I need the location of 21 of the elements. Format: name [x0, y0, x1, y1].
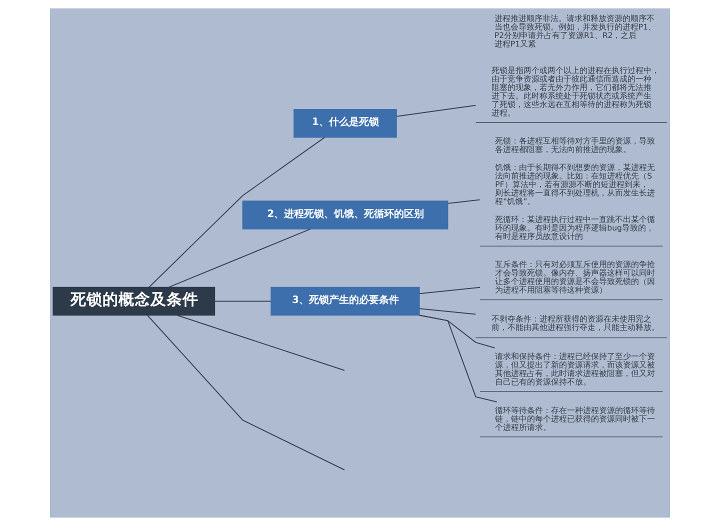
- node-text: 死锁是指两个或两个以上的进程在执行过程中，由于竞争资源或者由于彼此通信而造成的一种阻塞的现象，若无外力作用，它们都将无法推进下去。此时称系统处于死锁状态或系统产生了死锁，这些永远在互相等待的进程称为死锁进程。: [492, 66, 660, 118]
- connector: [419, 314, 497, 402]
- node-box: 3、死锁产生的必要条件: [270, 286, 420, 316]
- node-text: 死锁：各进程互相等待对方手里的资源，导致各进程都阻塞，无法向前推进的现象。 饥饿：由于长期得不到想要的资源，某进程无法向前推进的现象。比如：在短进程优先（SPF）算法中，若有源源不断的短进程到来，则长进程将一直得不到处理机，从而发生长进程“饥饿”。 死循环：某进程执行过程中一直跳不出某个循环的现象。有时是因为程序逻辑bug导致的，有时是程序员故意设计的: [495, 136, 656, 242]
- connector: [168, 228, 310, 288]
- node-text: 请求和保持条件：进程已经保持了至少一个资源，但又提出了新的资源请求，而该资源又被其他进程占有，此时请求进程被阻塞，但又对自己已有的资源保持不放。: [495, 352, 656, 386]
- connector: [176, 314, 345, 371]
- connector: [396, 104, 476, 117]
- node-box: 1、什么是死锁: [294, 108, 397, 138]
- connector: [419, 308, 476, 315]
- connector: [148, 137, 325, 288]
- node-text: 不剥夺条件：进程所获得的资源在未使用完之前，不能由其他进程强行夺走，只能主动释放。: [492, 314, 660, 332]
- connector: [419, 286, 480, 294]
- node-text: 互斥条件：只有对必须互斥使用的资源的争抢才会导致死锁。像内存、扬声器这样可以同时让多个进程使用的资源是不会导致死锁的（因为进程不用阻塞等待这种资源）: [495, 260, 656, 295]
- connector: [147, 315, 345, 470]
- node-box: 死锁的概念及条件: [52, 286, 216, 316]
- node-text: 循环等待条件：存在一种进程资源的循环等待链，链中的每个进程已获得的资源同时被下一个进程所请求。: [495, 406, 656, 432]
- connector: [448, 199, 480, 204]
- connector: [214, 300, 271, 302]
- node-box: 2、进程死锁、饥饿、死循环的区别: [242, 200, 448, 230]
- label: 进程推进顺序非法。请求和释放资源的顺序不当也会导致死锁。例如，并发执行的进程P1、P2分别申请并占有了资源R1、R2，之后进程P1又紧: [494, 14, 656, 48]
